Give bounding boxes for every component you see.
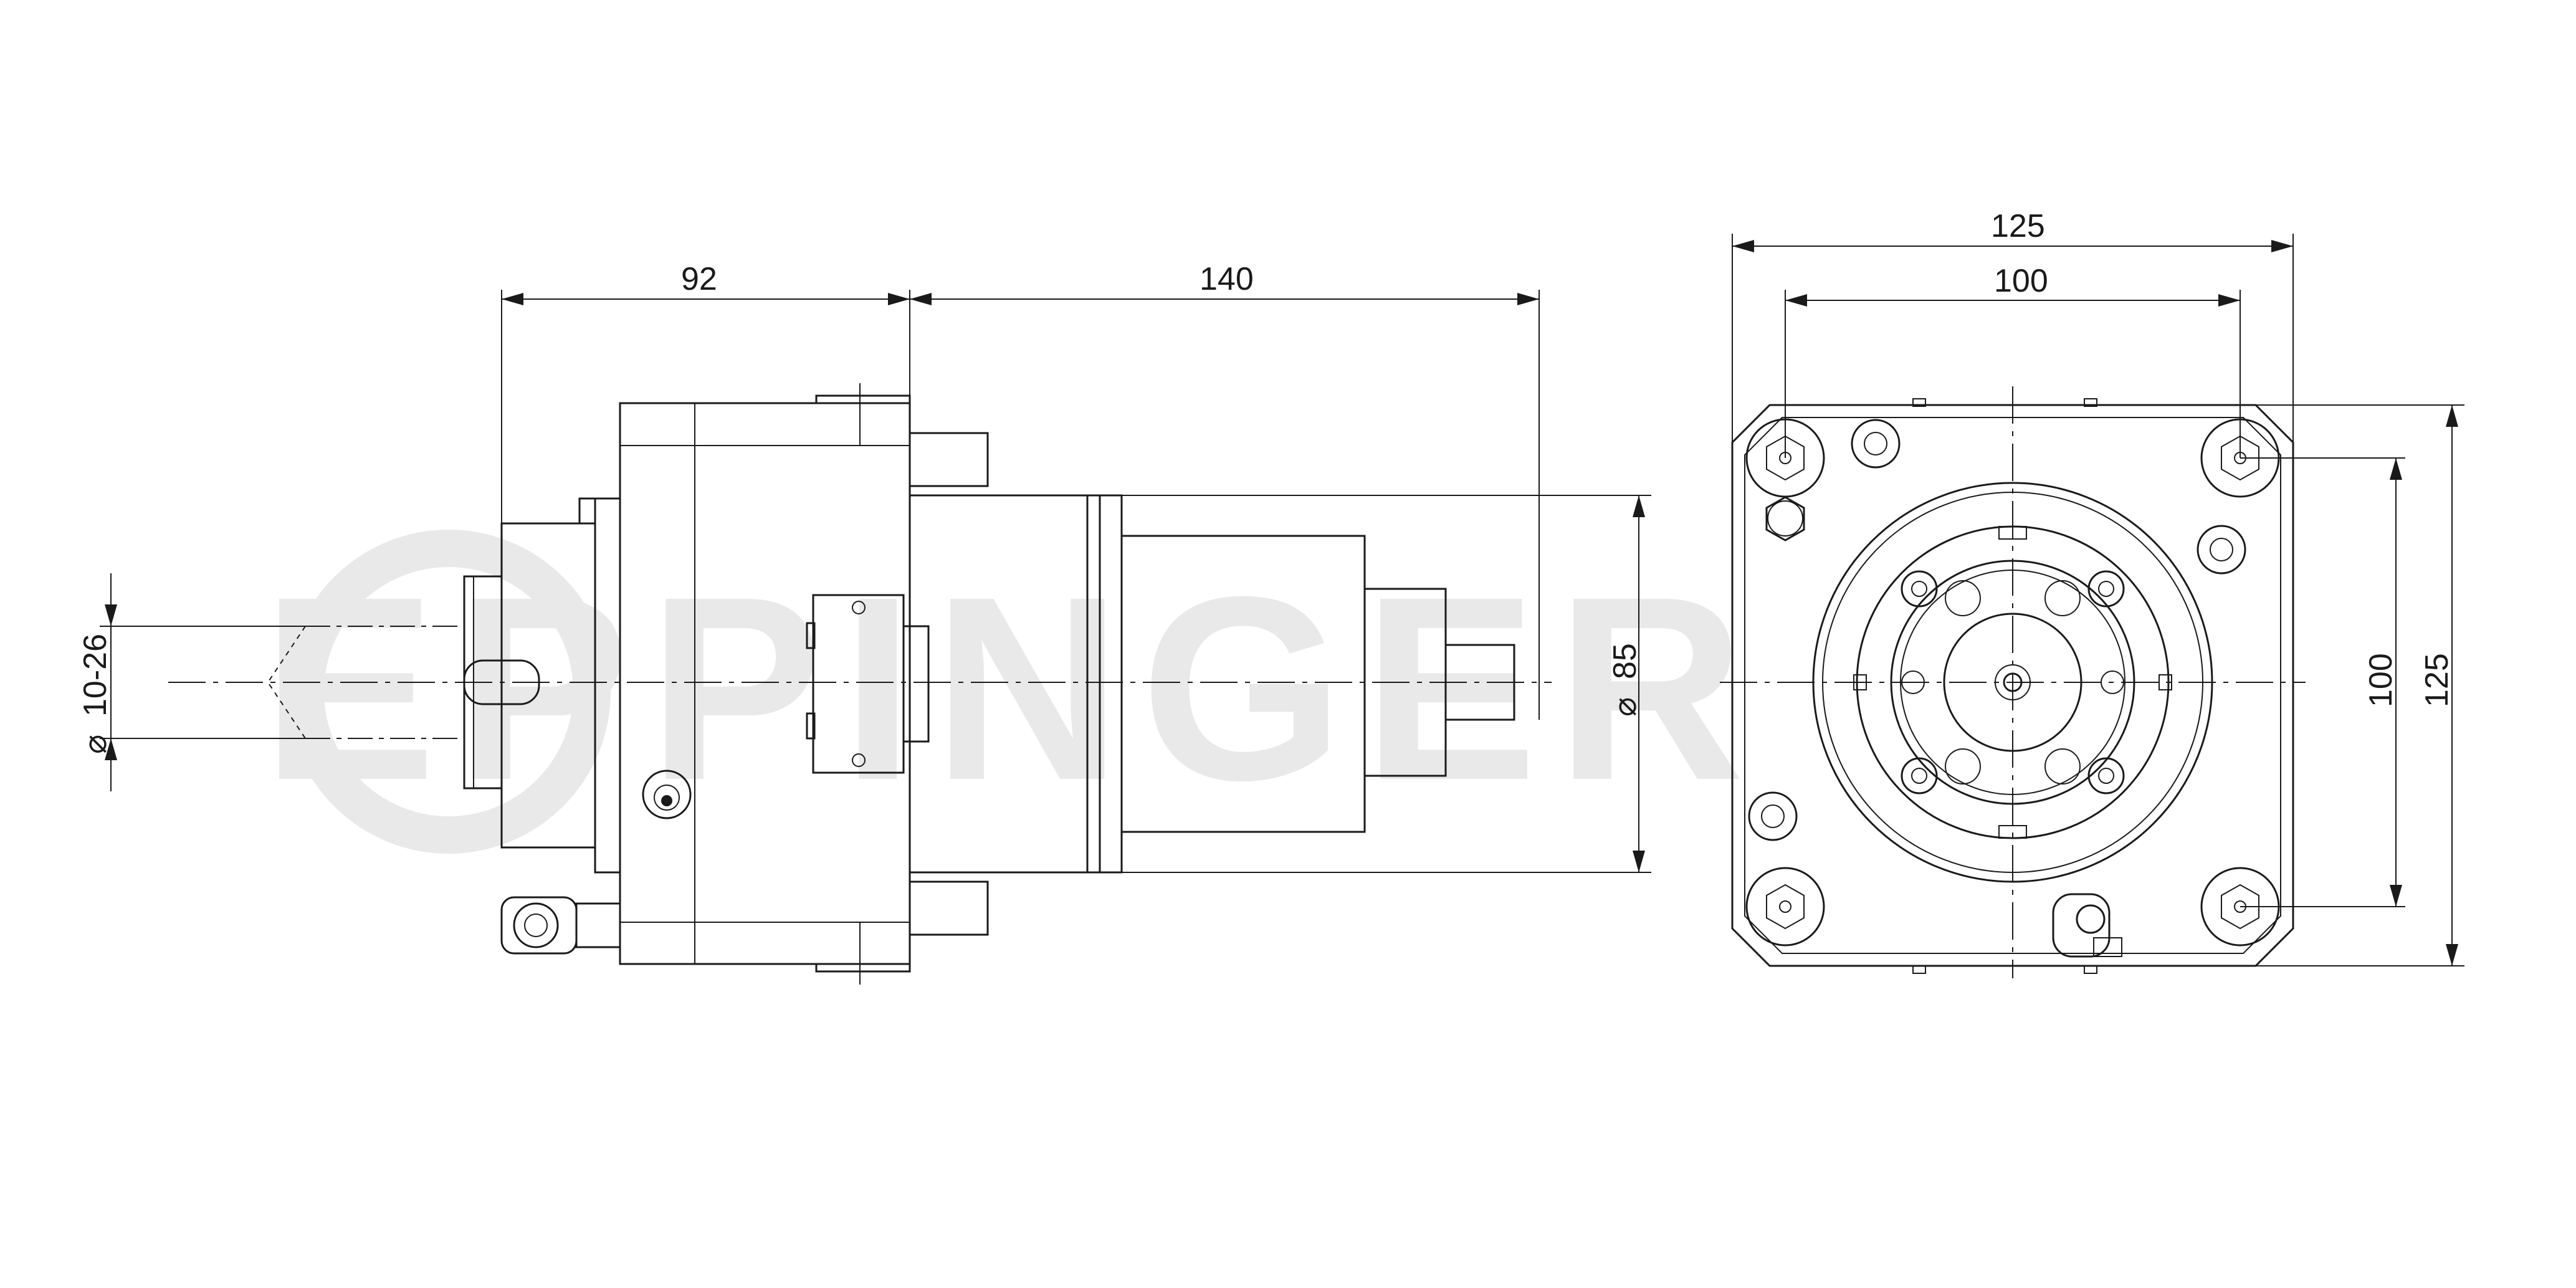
flange-bolts [1901,570,2125,794]
dim-125-right-label: 125 [2419,653,2455,707]
dia-symbol-85: ⌀ [1607,697,1643,717]
dim-dia10-26-label: 10-26 [77,634,113,717]
dia-symbol-10-26: ⌀ [77,735,113,754]
dim-dia85-label: 85 [1607,643,1643,679]
dim-140-label: 140 [1200,261,1254,297]
watermark-text: EPPINGER [262,543,1764,835]
side-view: 92 140 ⌀ 85 ⌀ 10-26 [77,261,1651,985]
corner-bolt-bl [1745,867,1825,947]
lower-boss [909,880,989,936]
upper-boss [909,432,989,487]
front-view: 125 100 100 125 [1720,208,2464,978]
dim-125-top-label: 125 [1991,208,2045,244]
spindle-nose [1943,613,2082,752]
outer-flange-ring [1812,482,2213,883]
watermark: EPPINGER [262,530,1764,854]
drive-shaft [1444,644,1515,721]
dim-100-top-label: 100 [1994,263,2048,299]
dim-92-label: 92 [681,261,717,297]
dim-100-right-label: 100 [2363,653,2399,707]
